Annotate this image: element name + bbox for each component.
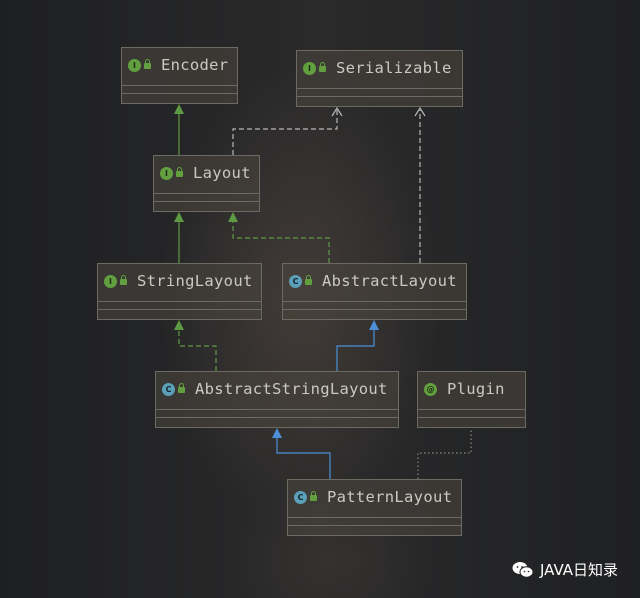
class-node-plugin[interactable]: @ Plugin bbox=[417, 371, 526, 428]
lock-icon bbox=[178, 383, 185, 393]
edge-abstractstringlayout-stringlayout bbox=[174, 320, 217, 371]
interface-icon: I bbox=[104, 274, 117, 288]
lock-icon bbox=[144, 59, 151, 69]
edge-abstractstringlayout-abstractlayout bbox=[336, 320, 379, 371]
edge-stringlayout-layout bbox=[174, 212, 184, 263]
edge-layout-encoder bbox=[174, 104, 184, 155]
class-node-stringlayout[interactable]: I StringLayout bbox=[97, 263, 262, 320]
class-node-abstractstringlayout[interactable]: C AbstractStringLayout bbox=[155, 371, 399, 428]
abstract-class-icon: C bbox=[162, 382, 175, 396]
annotation-icon: @ bbox=[424, 382, 437, 396]
edge-layout-serializable bbox=[232, 106, 343, 155]
interface-icon: I bbox=[160, 166, 173, 180]
lock-icon bbox=[305, 275, 312, 285]
lock-icon bbox=[120, 275, 127, 285]
lock-icon bbox=[310, 491, 317, 501]
watermark: JAVA日知录 bbox=[512, 559, 618, 580]
class-name: AbstractLayout bbox=[322, 272, 457, 290]
edge-abstractlayout-layout bbox=[228, 212, 330, 263]
class-name: Encoder bbox=[161, 56, 229, 74]
class-name: StringLayout bbox=[137, 272, 253, 290]
interface-icon: I bbox=[128, 58, 141, 72]
class-node-encoder[interactable]: I Encoder bbox=[121, 47, 238, 104]
wechat-icon bbox=[512, 561, 534, 578]
class-node-abstractlayout[interactable]: C AbstractLayout bbox=[282, 263, 467, 320]
lock-icon bbox=[319, 62, 326, 72]
lock-icon bbox=[176, 167, 183, 177]
class-name: AbstractStringLayout bbox=[195, 380, 388, 398]
edge-patternlayout-abstractstringlayout bbox=[272, 428, 331, 479]
class-node-patternlayout[interactable]: C PatternLayout bbox=[287, 479, 462, 536]
class-node-serializable[interactable]: I Serializable bbox=[296, 50, 463, 107]
interface-icon: I bbox=[303, 61, 316, 75]
class-name: Serializable bbox=[336, 59, 452, 77]
edge-patternlayout-plugin bbox=[417, 428, 472, 479]
class-icon: C bbox=[294, 490, 307, 504]
abstract-class-icon: C bbox=[289, 274, 302, 288]
class-name: Plugin bbox=[447, 380, 505, 398]
watermark-text: JAVA日知录 bbox=[540, 561, 619, 579]
class-node-layout[interactable]: I Layout bbox=[153, 155, 260, 212]
class-name: Layout bbox=[193, 164, 251, 182]
edge-abstractlayout-serializable bbox=[414, 106, 426, 263]
class-name: PatternLayout bbox=[327, 488, 453, 506]
